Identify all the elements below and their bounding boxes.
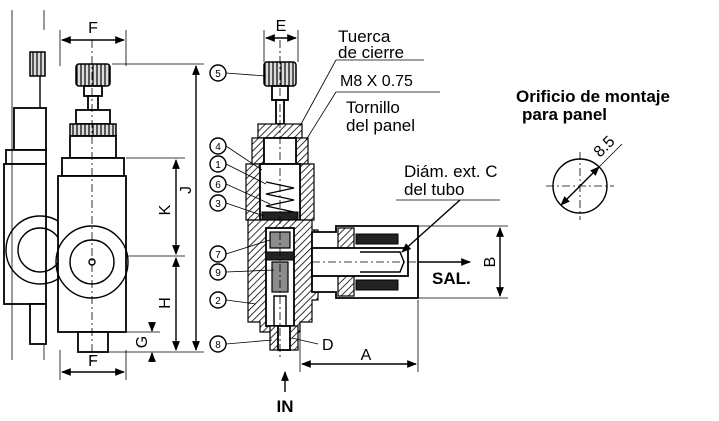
partial-view-left (3, 10, 75, 360)
front-view (55, 30, 204, 380)
dim-label-d: D (322, 337, 334, 354)
tube-od-label-line1: Diám. ext. C (404, 162, 498, 181)
dim-label-b: B (482, 257, 499, 268)
part-circle-8 (209, 335, 227, 353)
part-circle-9 (209, 263, 227, 281)
dim-label-a: A (361, 347, 372, 364)
part-number-8: 8 (215, 340, 221, 351)
lock-nut-label-line2: de cierre (338, 43, 404, 62)
panel-hole-diameter: 8.5 (591, 133, 619, 161)
part-number-2: 2 (215, 296, 221, 307)
part-number-3: 3 (215, 199, 221, 210)
part-circle-6 (209, 175, 227, 193)
dim-label-f-bottom: F (88, 353, 98, 370)
part-number-callouts: 5 4 1 6 3 7 9 2 8 (209, 64, 227, 353)
part-circle-4 (209, 137, 227, 155)
part-number-9: 9 (215, 268, 221, 279)
part-number-6: 6 (215, 180, 221, 191)
panel-screw-label-line2: del panel (346, 116, 415, 135)
dim-label-e: E (276, 18, 287, 35)
part-circle-5 (209, 64, 227, 82)
callout-texts: Tuerca de cierre M8 X 0.75 Tornillo del … (277, 27, 670, 416)
lock-nut-label-line1: Tuerca (338, 27, 391, 46)
dim-label-j: J (178, 186, 195, 194)
section-view (225, 30, 508, 392)
dim-label-k: K (157, 204, 174, 215)
part-circle-2 (209, 291, 227, 309)
dimension-labels: F F E K H J G A B D (88, 18, 499, 370)
dim-label-h: H (157, 297, 174, 309)
inlet-port-label: IN (277, 397, 294, 416)
panel-hole-title-line2: para panel (522, 105, 607, 124)
dim-label-f-top: F (88, 20, 98, 37)
panel-hole-view (546, 143, 623, 220)
panel-hole-title-line1: Orificio de montaje (516, 87, 670, 106)
panel-screw-label-line1: Tornillo (346, 98, 400, 117)
thread-spec-label: M8 X 0.75 (340, 73, 413, 90)
tube-od-label-line2: del tubo (404, 180, 465, 199)
part-number-4: 4 (215, 142, 221, 153)
part-circle-7 (209, 245, 227, 263)
part-circle-3 (209, 194, 227, 212)
part-number-1: 1 (215, 160, 221, 171)
dim-label-g: G (134, 336, 151, 348)
outlet-port-label: SAL. (432, 269, 471, 288)
part-number-5: 5 (215, 69, 221, 80)
part-circle-1 (209, 155, 227, 173)
part-number-7: 7 (215, 250, 221, 261)
